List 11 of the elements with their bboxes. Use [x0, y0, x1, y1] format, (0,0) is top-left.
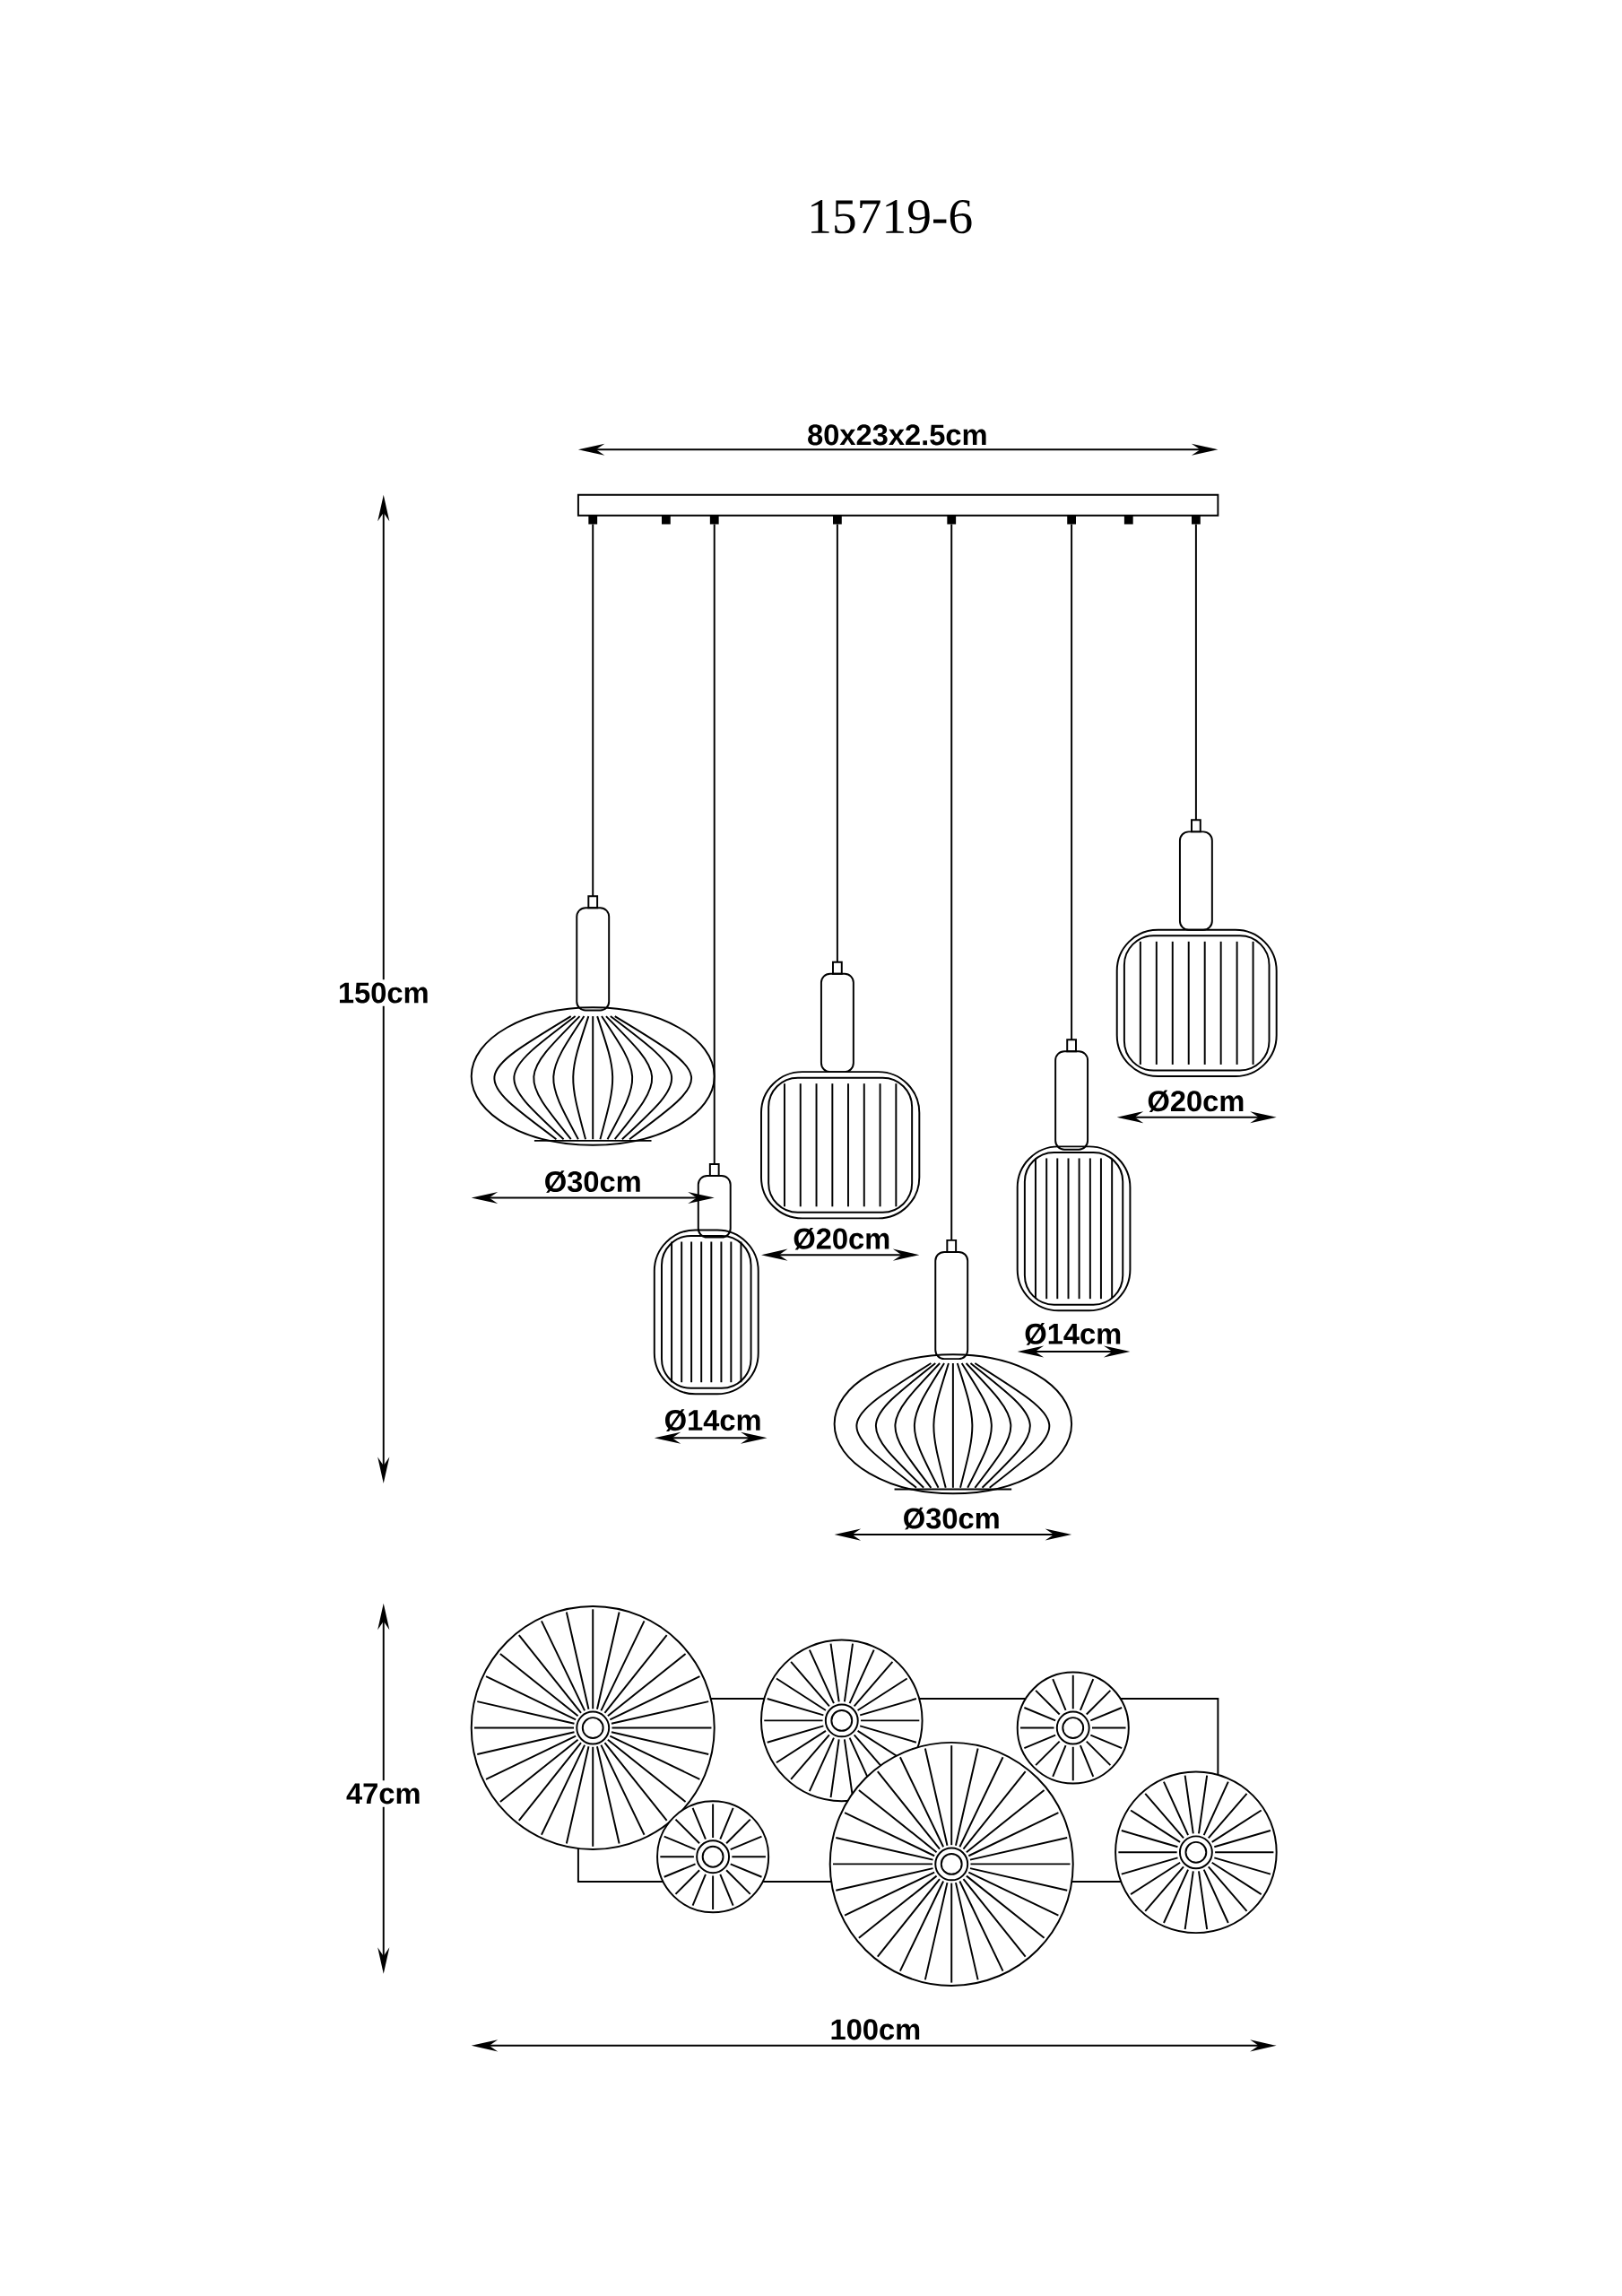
dimension-label: Ø30cm	[904, 1507, 999, 1530]
title: 15719-6	[811, 200, 972, 234]
dimension-label: 80x23x2.5cm	[808, 424, 986, 446]
dimension-label: Ø14cm	[665, 1409, 760, 1432]
dimension-label: Ø20cm	[794, 1227, 889, 1250]
dimension-label: Ø30cm	[545, 1170, 640, 1193]
dimension-label: 150cm	[334, 979, 432, 1006]
dimension-label: 100cm	[831, 2019, 920, 2040]
dimension-label: Ø20cm	[1148, 1090, 1244, 1113]
dimension-label: 47cm	[343, 1780, 424, 1807]
dimension-label: Ø14cm	[1025, 1323, 1121, 1345]
